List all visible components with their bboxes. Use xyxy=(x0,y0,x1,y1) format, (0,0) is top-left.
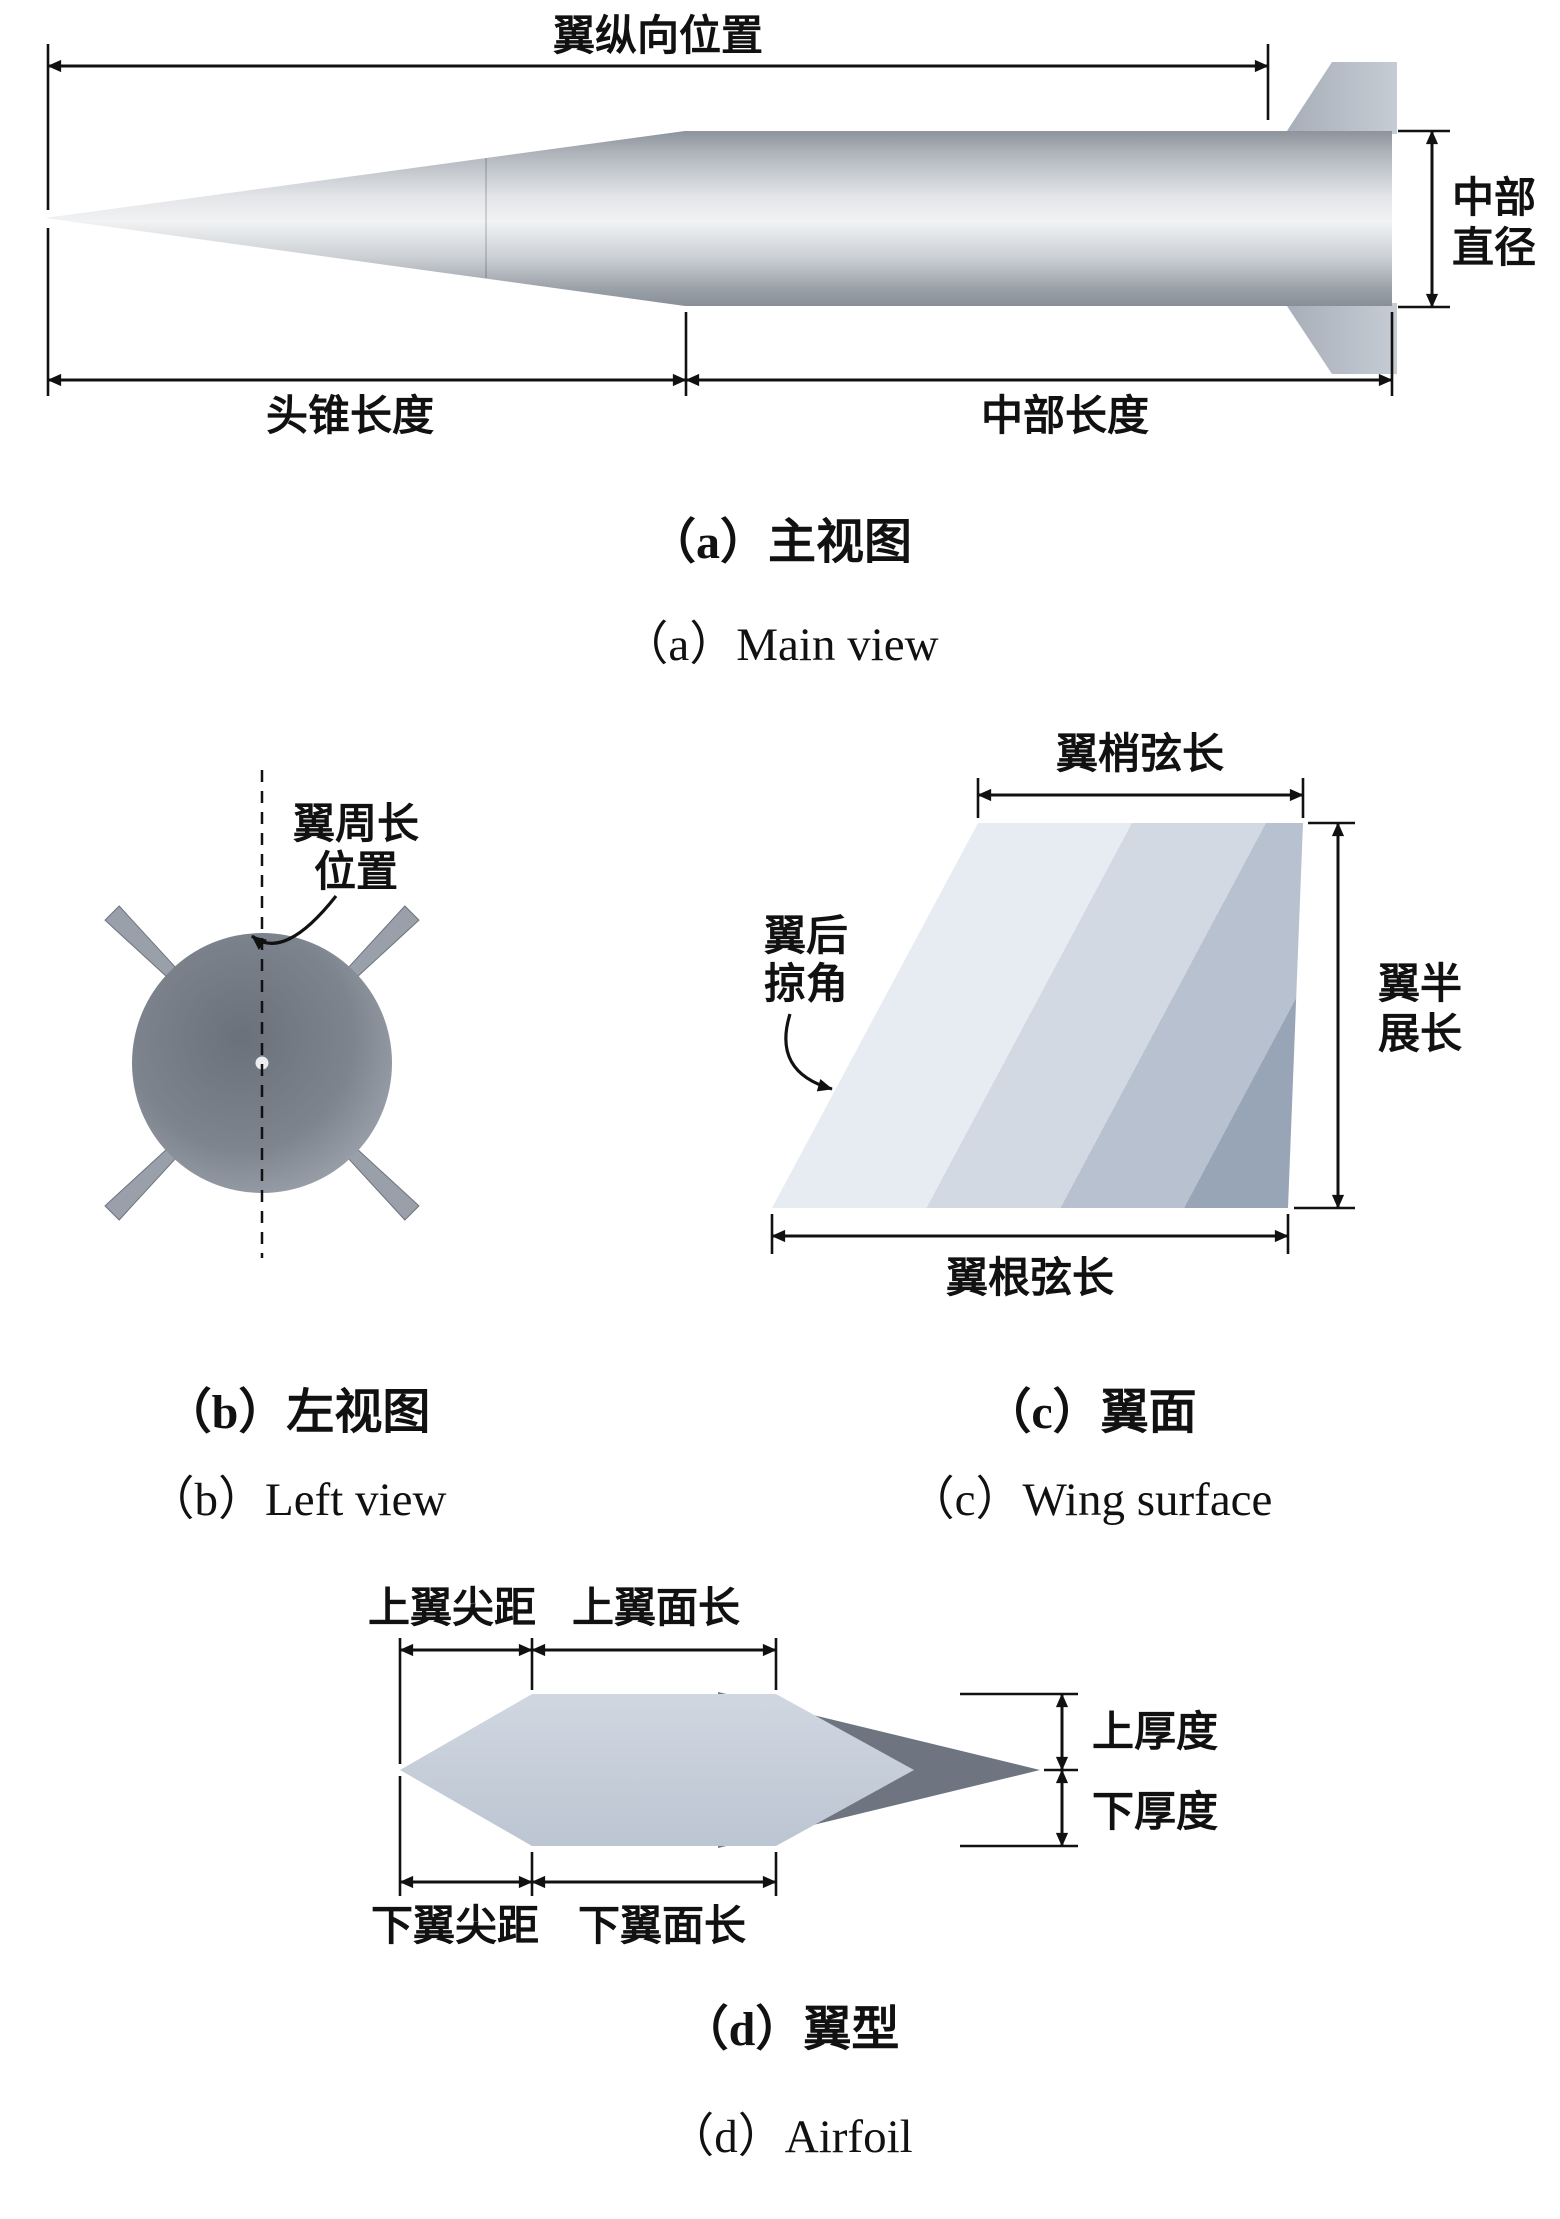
caption-d-en: （d）Airfoil xyxy=(667,2111,912,2163)
caption-c-zh: （c）翼面 xyxy=(983,1386,1196,1439)
label-semi-span-line2: 展长 xyxy=(1378,1011,1462,1058)
wing-circumferential-pointer-arrow xyxy=(250,895,338,950)
label-mid-diameter-line2: 直径 xyxy=(1452,225,1536,272)
dimension-lower-lengths: 下翼尖距 下翼面长 xyxy=(371,1776,778,1950)
dimension-root-chord: 翼根弦长 xyxy=(770,1214,1290,1302)
left-view-center-dot xyxy=(255,1056,269,1070)
dimension-thickness: 上厚度 下厚度 xyxy=(960,1692,1218,1848)
label-wing-circumferential-line1: 翼周长 xyxy=(293,801,419,848)
tail-fin-top xyxy=(1285,62,1397,134)
panel-main-view: 翼纵向位置 头锥长度 中部长度 中部 直径 （a）主视图 （a）Main vie… xyxy=(45,13,1536,671)
caption-a-en: （a）Main view xyxy=(621,619,938,671)
label-upper-surface-length: 上翼面长 xyxy=(572,1585,740,1632)
label-sweep-angle-line1: 翼后 xyxy=(764,913,848,960)
caption-a-zh: （a）主视图 xyxy=(648,516,912,569)
caption-b-zh: （b）左视图 xyxy=(164,1386,431,1439)
label-mid-length: 中部长度 xyxy=(981,393,1149,440)
label-mid-diameter-line1: 中部 xyxy=(1452,175,1536,222)
missile-body xyxy=(45,131,1392,306)
label-upper-thickness: 上厚度 xyxy=(1092,1709,1218,1756)
airfoil-front-section xyxy=(400,1694,914,1846)
tail-fin-bottom xyxy=(1285,303,1397,374)
dimension-tip-chord: 翼梢弦长 xyxy=(976,731,1305,818)
dimension-mid-diameter: 中部 直径 xyxy=(1398,129,1536,309)
label-wing-circumferential-position: 翼周长 位置 xyxy=(250,801,419,950)
dimension-bottom-lengths: 头锥长度 中部长度 xyxy=(46,228,1394,440)
label-sweep-angle-line2: 掠角 xyxy=(764,961,848,1008)
dimension-wing-longitudinal-position: 翼纵向位置 xyxy=(46,13,1270,210)
wing-planform xyxy=(772,823,1303,1208)
label-lower-surface-length: 下翼面长 xyxy=(578,1903,746,1950)
label-sweep-angle: 翼后 掠角 xyxy=(764,913,848,1092)
panel-airfoil: 上翼尖距 上翼面长 下翼尖距 下翼面长 上厚度 下厚度 （d）翼型 （d）Air… xyxy=(368,1585,1218,2163)
label-wing-longitudinal-position: 翼纵向位置 xyxy=(553,13,763,60)
label-root-chord: 翼根弦长 xyxy=(946,1255,1114,1302)
caption-c-en: （c）Wing surface xyxy=(908,1474,1273,1526)
label-lower-thickness: 下厚度 xyxy=(1092,1789,1218,1836)
panel-wing-surface: 翼梢弦长 翼半 展长 翼后 掠角 翼根弦长 （c）翼面 （c）Wing surf… xyxy=(764,731,1462,1526)
label-lower-tip-distance: 下翼尖距 xyxy=(371,1903,539,1950)
label-upper-tip-distance: 上翼尖距 xyxy=(368,1585,536,1632)
label-nose-cone-length: 头锥长度 xyxy=(266,393,434,440)
label-semi-span-line1: 翼半 xyxy=(1378,961,1462,1008)
label-tip-chord: 翼梢弦长 xyxy=(1056,731,1224,778)
label-wing-circumferential-line2: 位置 xyxy=(314,849,398,896)
caption-b-en: （b）Left view xyxy=(148,1474,447,1526)
dimension-semi-span: 翼半 展长 xyxy=(1294,821,1462,1210)
sweep-angle-pointer-arrow xyxy=(784,1013,833,1092)
panel-left-view: 翼周长 位置 （b）左视图 （b）Left view xyxy=(104,770,447,1526)
caption-d-zh: （d）翼型 xyxy=(681,2003,900,2056)
dimension-upper-lengths: 上翼尖距 上翼面长 xyxy=(368,1585,778,1764)
